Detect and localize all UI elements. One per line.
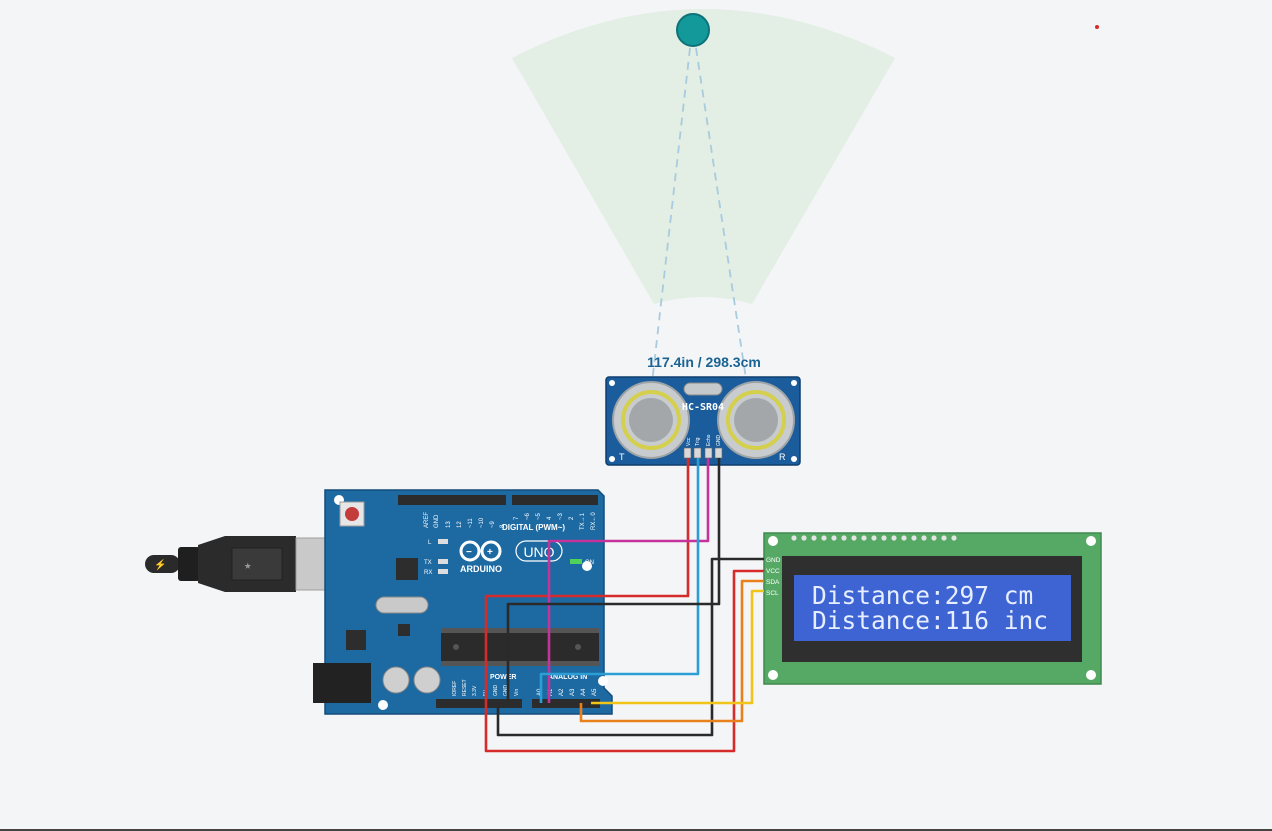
crystal-oscillator [683, 382, 723, 396]
power-led-label: ON [585, 560, 594, 566]
pin-label-3: ~3 [558, 512, 564, 520]
digital-pwm-label: DIGITAL (PWM~) [502, 523, 565, 532]
lcd-top-header [791, 535, 957, 541]
power-header[interactable] [436, 699, 522, 708]
sensor-pin-label-vcc: Vcc [686, 437, 692, 446]
pin-label-6: ~6 [525, 512, 531, 520]
pin-label-aref: AREF [424, 512, 430, 528]
pin-label-12: 12 [457, 521, 463, 528]
power-label: POWER [490, 674, 516, 681]
distance-reading: 117.4in / 298.3cm [647, 354, 761, 370]
receiver-transducer [717, 381, 795, 459]
usb-icon: ⭑ [244, 557, 252, 573]
pin-label-gnd-1: GND [493, 685, 499, 697]
arduino-board[interactable]: AREF GND 13 12 ~11 ~10 ~9 8 7 ~6 ~5 4 ~3… [313, 489, 613, 715]
pin-label-11: ~11 [468, 518, 474, 528]
arduino-brand-label: ARDUINO [460, 564, 502, 574]
usb-chip [396, 558, 418, 580]
echo-beam-line [695, 47, 749, 393]
pin-label-rx0: RX←0 [591, 512, 597, 530]
wire-lcd-scl-yellow[interactable] [591, 589, 764, 705]
lcd-module[interactable]: GND VCC SDA SCL Distance:297 cm Distance… [763, 532, 1102, 685]
trigger-beam-line [650, 47, 691, 393]
target-object[interactable] [676, 13, 710, 47]
pin-label-a4: A4 [581, 688, 587, 696]
pin-label-vin: Vin [514, 689, 520, 696]
pin-label-3v3: 3.3V [472, 685, 478, 696]
pin-label-10: ~10 [479, 517, 485, 528]
lcd-line-2: Distance:116 inc [812, 606, 1048, 635]
lcd-pin-label-gnd: GND [766, 557, 781, 564]
sensor-pin-vcc[interactable] [683, 447, 692, 459]
transmitter-mark: T [619, 452, 625, 462]
wire-lcd-gnd-black[interactable] [496, 557, 764, 737]
wire-sensor-gnd-black[interactable] [506, 458, 721, 703]
transmitter-transducer [612, 381, 690, 459]
sensor-pin-echo[interactable] [704, 447, 713, 459]
marker-dot [1095, 25, 1099, 29]
pin-label-reset: RESET [462, 679, 468, 696]
capacitor-1 [382, 666, 410, 694]
sensor-model-label: HC-SR04 [682, 402, 724, 413]
ultrasonic-sensor[interactable]: HC-SR04 T R Vcc Trig Echo GND [605, 376, 801, 466]
pin-label-gnd-2: GND [503, 685, 509, 697]
led-label-l: L [428, 540, 432, 546]
analog-in-label: ANALOG IN [548, 674, 587, 681]
lcd-line-1: Distance:297 cm [812, 581, 1033, 610]
pin-label-ioref: IOREF [452, 681, 458, 696]
regulator [346, 630, 366, 650]
sensor-pin-gnd[interactable] [714, 447, 723, 459]
sensor-pin-trig[interactable] [693, 447, 702, 459]
pin-label-gnd: GND [434, 514, 440, 528]
wire-sensor-vcc-red[interactable] [484, 458, 764, 753]
pin-label-tx1: TX→1 [580, 512, 586, 530]
led-label-tx: TX [424, 560, 432, 566]
svg-text:+: + [487, 547, 493, 558]
pin-label-7: 7 [514, 516, 520, 520]
small-chip [398, 624, 410, 636]
wire-sensor-trig-magenta[interactable] [547, 458, 710, 703]
pin-label-5: ~5 [536, 512, 542, 520]
pin-label-8: 8 [500, 524, 506, 528]
lightning-icon: ⚡ [154, 558, 166, 571]
wire-lcd-sda-orange[interactable] [579, 579, 764, 723]
pin-label-2: 2 [569, 516, 575, 520]
lcd-pin-label-scl: SCL [766, 590, 779, 597]
sensor-detection-zone [512, 9, 895, 304]
digital-header-left[interactable] [398, 495, 506, 505]
arduino-model-label: UNO [523, 544, 554, 560]
sensor-pin-label-gnd: GND [716, 435, 722, 447]
lcd-pin-label-sda: SDA [766, 579, 780, 586]
sensor-pin-label-trig: Trig [695, 437, 701, 446]
usb-cable[interactable]: ⚡ ⭑ [145, 536, 347, 592]
pin-label-a1: A1 [548, 688, 554, 696]
pin-label-9: ~9 [490, 520, 496, 528]
led-l [438, 539, 448, 544]
capacitor-2 [413, 666, 441, 694]
led-rx [438, 569, 448, 574]
analog-header[interactable] [532, 699, 600, 708]
lcd-pin-label-vcc: VCC [766, 568, 780, 575]
sensor-pin-label-echo: Echo [706, 434, 712, 446]
led-tx [438, 559, 448, 564]
crystal [375, 596, 429, 614]
pin-label-a3: A3 [570, 688, 576, 696]
arduino-logo-icon: − + [459, 540, 502, 562]
pin-label-4: 4 [547, 516, 553, 520]
power-led [570, 559, 582, 564]
led-label-rx: RX [424, 570, 432, 576]
wire-sensor-echo-blue[interactable] [539, 458, 700, 703]
digital-header-right[interactable] [512, 495, 598, 505]
pin-label-a5: A5 [592, 688, 598, 696]
pin-label-a2: A2 [559, 688, 565, 696]
dc-power-jack[interactable] [313, 663, 371, 703]
svg-text:−: − [466, 547, 472, 558]
atmega-chip[interactable] [441, 628, 599, 666]
pin-label-13: 13 [446, 521, 452, 528]
bottom-border [0, 829, 1272, 831]
receiver-mark: R [779, 452, 786, 462]
lcd-screen [794, 575, 1071, 641]
